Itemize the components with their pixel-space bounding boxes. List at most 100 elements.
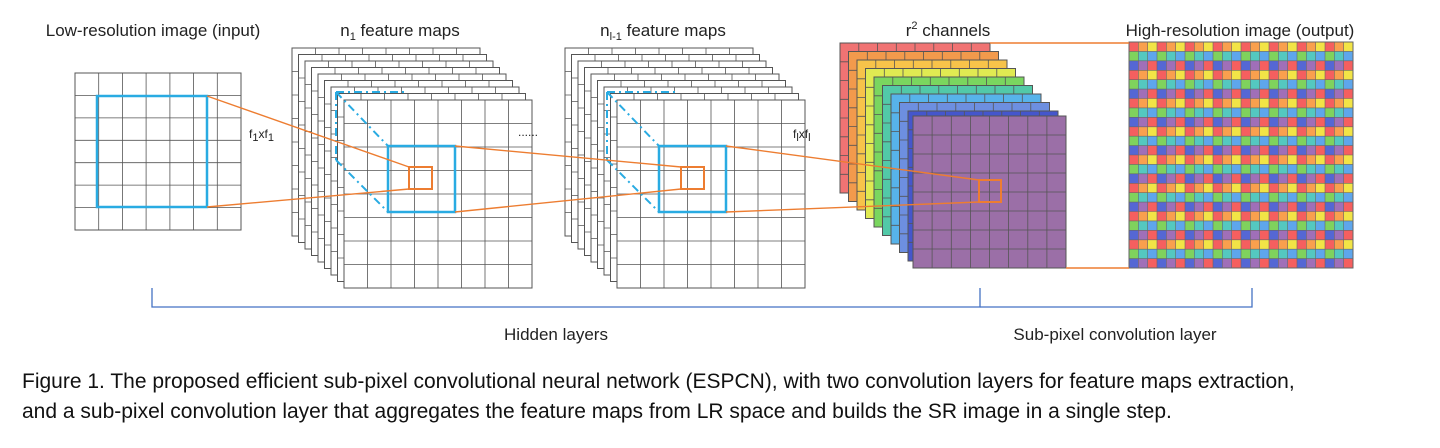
hr-pixel: [1157, 258, 1167, 269]
hr-pixel: [1315, 249, 1326, 259]
hr-pixel: [1157, 51, 1167, 62]
hr-pixel: [1157, 60, 1167, 71]
hr-pixel: [1259, 220, 1270, 231]
hr-pixel: [1325, 249, 1335, 259]
hr-pixel: [1315, 173, 1326, 184]
hr-pixel: [1306, 164, 1316, 175]
hr-pixel: [1241, 145, 1251, 156]
hr-pixel: [1231, 230, 1242, 241]
hr-output-image: [1128, 41, 1354, 269]
hr-pixel: [1222, 42, 1232, 52]
hr-pixel: [1343, 220, 1354, 231]
hr-pixel: [1222, 258, 1232, 269]
hr-pixel: [1194, 239, 1204, 250]
hr-pixel: [1269, 79, 1279, 90]
hr-pixel: [1241, 202, 1251, 212]
n1-feature-map: [343, 99, 533, 289]
hr-pixel: [1213, 239, 1223, 250]
hr-pixel: [1334, 136, 1344, 146]
hr-pixel: [1325, 192, 1335, 203]
hr-pixel: [1315, 136, 1326, 146]
hr-pixel: [1334, 117, 1344, 128]
hr-pixel: [1203, 117, 1214, 128]
n1-feature-maps-label: n1 feature maps: [340, 21, 460, 43]
hr-pixel: [1287, 60, 1298, 71]
hr-pixel: [1175, 136, 1186, 146]
hr-pixel: [1343, 70, 1354, 80]
hr-pixel: [1306, 98, 1316, 109]
hr-pixel: [1325, 155, 1335, 165]
hr-pixel: [1343, 239, 1354, 250]
hr-pixel: [1241, 183, 1251, 193]
hr-pixel: [1138, 230, 1148, 241]
hr-grid-lines: [1129, 42, 1353, 268]
n1-dashdot-diag-1: [335, 91, 389, 147]
hr-pixel: [1231, 107, 1242, 118]
figure-caption-line1: Figure 1. The proposed efficient sub-pix…: [22, 370, 1295, 393]
hr-pixel: [1306, 211, 1316, 222]
hr-pixel: [1157, 183, 1167, 193]
hr-pixel: [1343, 202, 1354, 212]
hr-pixel: [1269, 211, 1279, 222]
lr-input-label: Low-resolution image (input): [46, 21, 261, 40]
hr-pixel: [1194, 145, 1204, 156]
hr-pixel: [1259, 249, 1270, 259]
hr-pixel: [1213, 202, 1223, 212]
hr-pixel: [1269, 98, 1279, 109]
hr-pixel: [1250, 211, 1260, 222]
hr-pixel: [1315, 220, 1326, 231]
hr-pixel: [1147, 136, 1158, 146]
nl1-dashdot-diag-2: [606, 159, 660, 213]
hr-pixel: [1297, 117, 1307, 128]
hr-pixel: [1175, 239, 1186, 250]
hr-pixel: [1185, 249, 1195, 259]
hr-pixel: [1269, 107, 1279, 118]
hr-pixel: [1259, 211, 1270, 222]
hr-pixel: [1166, 220, 1176, 231]
hr-pixel: [1194, 126, 1204, 137]
hr-pixel: [1222, 136, 1232, 146]
hr-pixel: [1231, 192, 1242, 203]
hr-pixel: [1213, 155, 1223, 165]
hr-pixel: [1259, 42, 1270, 52]
hr-pixel: [1325, 136, 1335, 146]
hr-pixel: [1343, 136, 1354, 146]
hr-pixel: [1241, 60, 1251, 71]
hr-pixel: [1343, 98, 1354, 109]
hr-pixel: [1157, 249, 1167, 259]
nl1-dashdot-diag-1: [606, 91, 660, 147]
hr-pixel: [1138, 126, 1148, 137]
hr-pixel: [1203, 60, 1214, 71]
hr-pixel: [1222, 239, 1232, 250]
hr-pixel: [1241, 126, 1251, 137]
hr-pixel: [1157, 70, 1167, 80]
hr-pixel: [1203, 239, 1214, 250]
hr-pixel: [1250, 42, 1260, 52]
hr-pixel: [1250, 117, 1260, 128]
hr-pixel: [1147, 192, 1158, 203]
hr-pixel: [1166, 117, 1176, 128]
hr-pixel: [1297, 145, 1307, 156]
hr-pixel: [1222, 249, 1232, 259]
hr-pixel: [1231, 117, 1242, 128]
hr-pixel: [1147, 258, 1158, 269]
hr-pixel: [1213, 220, 1223, 231]
hr-pixel: [1203, 42, 1214, 52]
hr-pixel: [1194, 173, 1204, 184]
hr-pixel: [1343, 145, 1354, 156]
hr-pixel: [1231, 51, 1242, 62]
hr-pixel: [1166, 239, 1176, 250]
hr-pixel: [1203, 136, 1214, 146]
hr-pixel: [1306, 183, 1316, 193]
hr-pixel: [1157, 42, 1167, 52]
r2-channels-label: r2 channels: [906, 20, 991, 40]
channel-front-map-lines: [913, 116, 1066, 268]
hr-pixel: [1315, 89, 1326, 99]
hr-pixel: [1306, 107, 1316, 118]
hr-pixel: [1222, 202, 1232, 212]
hr-pixel: [1343, 173, 1354, 184]
hr-pixel: [1297, 155, 1307, 165]
hr-pixel: [1334, 249, 1344, 259]
hr-pixel: [1306, 126, 1316, 137]
hr-pixel: [1213, 117, 1223, 128]
